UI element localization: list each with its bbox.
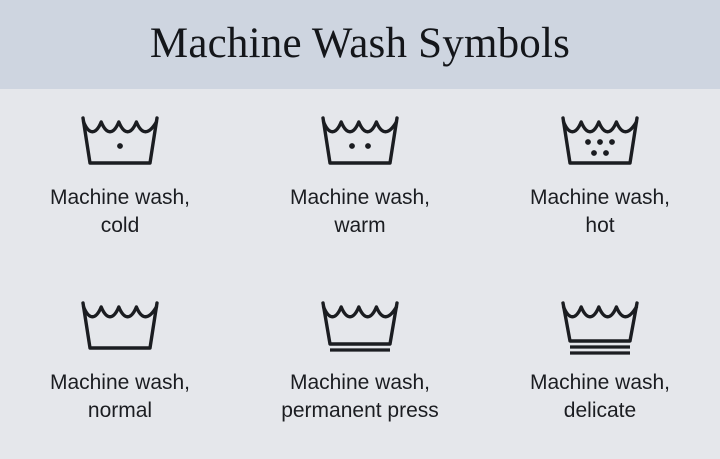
washtub-two-bars-icon bbox=[561, 301, 639, 355]
symbol-cell-permanent-press: Machine wash, permanent press bbox=[240, 274, 480, 459]
page-title: Machine Wash Symbols bbox=[149, 19, 571, 67]
washtub-one-bar-icon bbox=[321, 301, 399, 352]
washtub-five-dots-icon bbox=[561, 116, 639, 165]
symbol-caption: Machine wash, hot bbox=[529, 186, 671, 237]
washtub-one-dot-icon bbox=[81, 116, 159, 165]
symbol-caption: Machine wash, delicate bbox=[529, 371, 671, 422]
symbol-caption: Machine wash, permanent press bbox=[281, 371, 439, 422]
header-band: Machine Wash Symbols bbox=[0, 0, 720, 89]
symbol-grid: Machine wash, cold Machine wash, warm bbox=[0, 89, 720, 459]
symbol-caption: Machine wash, warm bbox=[289, 186, 431, 237]
symbol-cell-warm: Machine wash, warm bbox=[240, 89, 480, 274]
symbol-caption: Machine wash, cold bbox=[49, 186, 191, 237]
washtub-two-dots-icon bbox=[321, 116, 399, 165]
symbol-cell-hot: Machine wash, hot bbox=[480, 89, 720, 274]
symbol-cell-delicate: Machine wash, delicate bbox=[480, 274, 720, 459]
washtub-plain-icon bbox=[81, 301, 159, 350]
symbol-cell-normal: Machine wash, normal bbox=[0, 274, 240, 459]
symbol-caption: Machine wash, normal bbox=[49, 371, 191, 422]
symbol-cell-cold: Machine wash, cold bbox=[0, 89, 240, 274]
